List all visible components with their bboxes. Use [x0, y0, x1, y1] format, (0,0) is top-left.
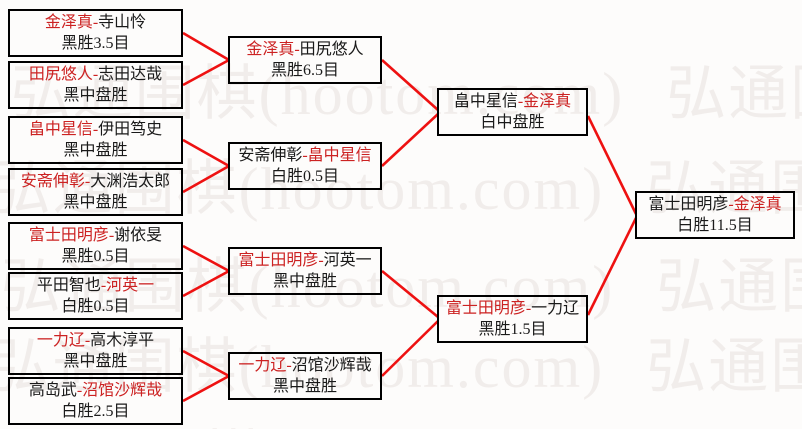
watermark-row: 弘通围棋(hootom.com)弘通围棋(hootom.com)弘通围棋(hoo…	[0, 410, 802, 429]
player1-name: 安斋伸彰	[20, 173, 85, 190]
match-players: 安斋伸彰-大渊浩太郎	[21, 171, 170, 192]
match-box-r1-5: 富士田明彦-谢依旻 黑胜0.5目	[8, 222, 183, 270]
match-players: 富士田明彦-河英一	[238, 250, 371, 271]
player1-name: 一力辽	[36, 332, 85, 349]
match-players: 平田智也-河英一	[37, 275, 154, 296]
match-players: 畠中星信-伊田笃史	[29, 119, 162, 140]
player2-name: 金泽真	[733, 196, 782, 213]
match-box-r1-6: 平田智也-河英一 白胜0.5目	[8, 272, 183, 320]
match-box-r1-1: 金泽真-寺山怜 黑胜3.5目	[8, 9, 183, 57]
match-players: 富士田明彦-谢依旻	[29, 225, 162, 246]
vs-dash: -	[84, 173, 91, 190]
match-box-r1-3: 畠中星信-伊田笃史 黑中盘胜	[8, 116, 183, 164]
match-players: 富士田明彦-一力辽	[446, 298, 579, 319]
player1-name: 富士田明彦	[648, 196, 729, 213]
player2-name: 田尻悠人	[299, 41, 364, 58]
match-result: 白胜11.5目	[677, 217, 753, 234]
match-result: 黑中盘胜	[272, 378, 337, 395]
vs-dash: -	[302, 147, 308, 164]
vs-dash: -	[100, 277, 107, 294]
player2-name: 沼馆沙辉哉	[291, 357, 372, 374]
match-result: 白中盘胜	[480, 114, 545, 131]
match-box-r2-4: 一力辽-沼馆沙辉哉 黑中盘胜	[228, 352, 382, 400]
match-result: 黑胜6.5目	[270, 62, 339, 79]
player2-name: 沼馆沙辉哉	[82, 382, 163, 399]
player2-name: 金泽真	[523, 93, 572, 110]
player1-name: 平田智也	[36, 277, 101, 294]
match-box-final: 富士田明彦-金泽真 白胜11.5目	[635, 191, 795, 239]
player2-name: 大渊浩太郎	[90, 173, 171, 190]
vs-dash: -	[517, 93, 524, 110]
player1-name: 金泽真	[246, 41, 295, 58]
match-box-r2-1: 金泽真-田尻悠人 黑胜6.5目	[228, 36, 382, 84]
match-result: 黑胜1.5目	[478, 321, 547, 338]
player2-name: 志田达哉	[98, 66, 163, 83]
match-players: 金泽真-寺山怜	[45, 12, 146, 33]
player2-name: 畠中星信	[307, 147, 372, 164]
match-result: 黑中盘胜	[63, 87, 128, 104]
player1-name: 金泽真	[44, 14, 93, 31]
match-box-r2-2: 安斋伸彰-畠中星信 白胜0.5目	[228, 142, 382, 190]
vs-dash: -	[92, 14, 99, 31]
match-box-r2-3: 富士田明彦-河英一 黑中盘胜	[228, 247, 382, 295]
player1-name: 富士田明彦	[28, 227, 109, 244]
watermark-row: 弘通围棋(hootom.com)弘通围棋(hootom.com)弘通围棋(hoo…	[0, 254, 802, 320]
match-box-sf-1: 畠中星信-金泽真 白中盘胜	[437, 88, 588, 136]
player1-name: 畠中星信	[28, 121, 93, 138]
player1-name: 安斋伸彰	[238, 147, 303, 164]
match-result: 黑胜0.5目	[61, 248, 130, 265]
player2-name: 河英一	[106, 277, 155, 294]
watermark-row: 弘通围棋(hootom.com)弘通围棋(hootom.com)弘通围棋(hoo…	[0, 334, 802, 400]
player2-name: 一力辽	[531, 300, 580, 317]
match-result: 白胜2.5目	[61, 403, 130, 420]
player2-name: 谢依旻	[114, 227, 163, 244]
match-players: 畠中星信-金泽真	[454, 91, 571, 112]
player2-name: 河英一	[323, 252, 372, 269]
vs-dash: -	[92, 121, 99, 138]
player1-name: 高岛武	[28, 382, 77, 399]
match-players: 金泽真-田尻悠人	[246, 39, 363, 60]
match-result: 白胜0.5目	[270, 168, 339, 185]
vs-dash: -	[286, 357, 292, 374]
match-result: 白胜0.5目	[61, 298, 130, 315]
match-box-r1-2: 田尻悠人-志田达哉 黑中盘胜	[8, 61, 183, 109]
player1-name: 一力辽	[238, 357, 287, 374]
match-box-r1-4: 安斋伸彰-大渊浩太郎 黑中盘胜	[8, 168, 183, 216]
vs-dash: -	[318, 252, 324, 269]
match-result: 黑胜3.5目	[61, 35, 130, 52]
match-result: 黑中盘胜	[63, 353, 128, 370]
match-players: 田尻悠人-志田达哉	[29, 64, 162, 85]
match-players: 一力辽-沼馆沙辉哉	[238, 355, 371, 376]
match-players: 安斋伸彰-畠中星信	[238, 145, 371, 166]
vs-dash: -	[92, 66, 99, 83]
player1-name: 富士田明彦	[445, 300, 526, 317]
player2-name: 伊田笃史	[98, 121, 163, 138]
player1-name: 畠中星信	[453, 93, 518, 110]
match-result: 黑中盘胜	[63, 194, 128, 211]
player1-name: 富士田明彦	[238, 252, 319, 269]
vs-dash: -	[108, 227, 115, 244]
player2-name: 寺山怜	[98, 14, 147, 31]
match-players: 富士田明彦-金泽真	[648, 194, 781, 215]
match-players: 高岛武-沼馆沙辉哉	[29, 380, 162, 401]
match-box-r1-8: 高岛武-沼馆沙辉哉 白胜2.5目	[8, 377, 183, 425]
vs-dash: -	[294, 41, 300, 58]
player2-name: 高木淳平	[90, 332, 155, 349]
vs-dash: -	[84, 332, 91, 349]
vs-dash: -	[728, 196, 734, 213]
match-box-sf-2: 富士田明彦-一力辽 黑胜1.5目	[437, 295, 588, 343]
vs-dash: -	[525, 300, 532, 317]
match-result: 黑中盘胜	[272, 273, 337, 290]
player1-name: 田尻悠人	[28, 66, 93, 83]
match-players: 一力辽-高木淳平	[37, 330, 154, 351]
watermark-row: 弘通围棋(hootom.com)弘通围棋(hootom.com)弘通围棋(hoo…	[0, 156, 802, 222]
match-box-r1-7: 一力辽-高木淳平 黑中盘胜	[8, 327, 183, 375]
vs-dash: -	[76, 382, 83, 399]
match-result: 黑中盘胜	[63, 142, 128, 159]
